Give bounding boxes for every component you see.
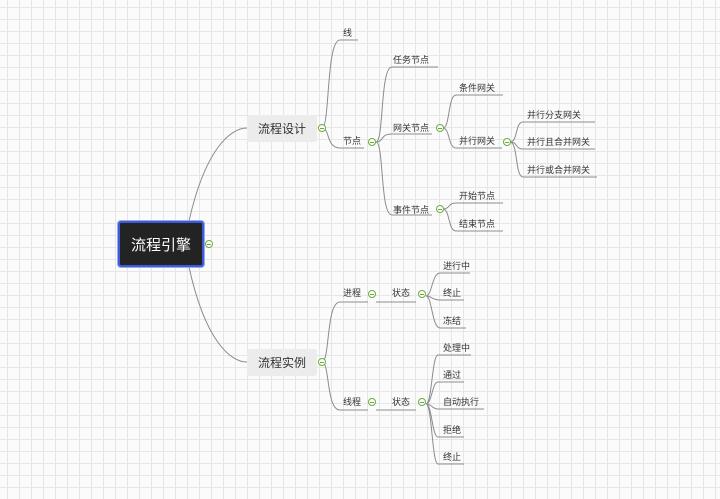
topic-par-and[interactable]: 并行且合并网关 xyxy=(527,138,591,148)
topic-gateway-node[interactable]: 网关节点 xyxy=(393,124,430,134)
topic-cond-gateway[interactable]: 条件网关 xyxy=(459,84,496,94)
collapse-toggle-icon[interactable] xyxy=(368,398,376,406)
root-label: 流程引擎 xyxy=(130,235,191,254)
topic-process-state[interactable]: 状态 xyxy=(392,289,411,299)
topic-start-node[interactable]: 开始节点 xyxy=(459,192,496,202)
topic-thread-state-item[interactable]: 通过 xyxy=(443,371,462,381)
topic-process[interactable]: 进程 xyxy=(343,289,362,299)
topic-event-node[interactable]: 事件节点 xyxy=(393,206,430,216)
topic-task-node[interactable]: 任务节点 xyxy=(393,56,430,66)
branch-instance-label: 流程实例 xyxy=(257,356,306,370)
collapse-toggle-icon[interactable] xyxy=(205,240,213,248)
topic-parallel-gateway[interactable]: 并行网关 xyxy=(459,137,496,147)
topic-par-or[interactable]: 并行或合并网关 xyxy=(527,166,591,176)
topic-node[interactable]: 节点 xyxy=(343,137,362,147)
collapse-toggle-icon[interactable] xyxy=(418,290,426,298)
topic-thread[interactable]: 线程 xyxy=(343,398,362,408)
topic-thread-state-item[interactable]: 终止 xyxy=(443,453,462,463)
branch-design-label: 流程设计 xyxy=(257,122,306,136)
topic-end-node[interactable]: 结束节点 xyxy=(459,220,496,230)
collapse-toggle-icon[interactable] xyxy=(318,358,326,366)
collapse-toggle-icon[interactable] xyxy=(368,138,376,146)
topic-thread-state-item[interactable]: 自动执行 xyxy=(443,398,480,408)
branch-design[interactable]: 流程设计 xyxy=(247,115,317,142)
topic-thread-state-item[interactable]: 处理中 xyxy=(443,344,471,354)
collapse-toggle-icon[interactable] xyxy=(418,398,426,406)
branch-instance[interactable]: 流程实例 xyxy=(247,349,317,376)
collapse-toggle-icon[interactable] xyxy=(368,290,376,298)
topic-process-state-item[interactable]: 冻结 xyxy=(443,317,462,327)
root-node[interactable]: 流程引擎 xyxy=(118,221,204,267)
topic-thread-state-item[interactable]: 拒绝 xyxy=(443,426,462,436)
topic-thread-state[interactable]: 状态 xyxy=(392,398,411,408)
topic-process-state-item[interactable]: 进行中 xyxy=(443,262,471,272)
topic-process-state-item[interactable]: 终止 xyxy=(443,289,462,299)
topic-par-split[interactable]: 并行分支网关 xyxy=(527,111,582,121)
collapse-toggle-icon[interactable] xyxy=(503,138,511,146)
topic-line[interactable]: 线 xyxy=(343,29,353,39)
collapse-toggle-icon[interactable] xyxy=(318,124,326,132)
collapse-toggle-icon[interactable] xyxy=(436,205,444,213)
collapse-toggle-icon[interactable] xyxy=(436,124,444,132)
